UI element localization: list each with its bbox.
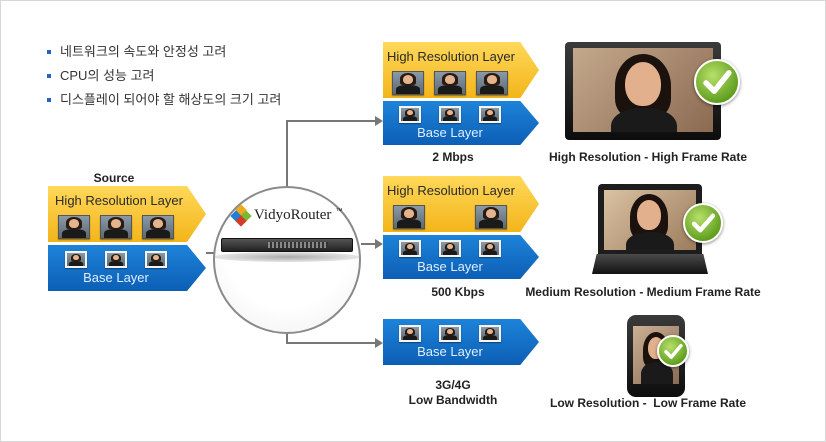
consideration-network: 네트워크의 속도와 안정성 고려	[46, 40, 326, 64]
connector-down	[286, 334, 288, 344]
output3-bandwidth: 3G/4G Low Bandwidth	[383, 378, 523, 408]
vidyo-logo-icon	[230, 204, 252, 227]
source-connector	[206, 252, 214, 254]
video-thumbnail	[58, 215, 90, 239]
tv-screen	[573, 48, 713, 132]
source-high-thumbs	[58, 215, 174, 239]
connector-up	[286, 120, 288, 186]
output1-base-thumbs	[399, 106, 501, 123]
output2-bandwidth: 500 Kbps	[431, 285, 485, 299]
output3-bandwidth-line2: Low Bandwidth	[408, 393, 498, 407]
consideration-cpu: CPU의 성능 고려	[46, 64, 326, 88]
video-thumbnail	[100, 215, 132, 239]
connector-to-output-3	[286, 342, 376, 344]
output3-base-layer: Base Layer	[383, 319, 539, 365]
video-thumbnail	[65, 251, 87, 268]
source-high-layer-label: High Resolution Layer	[55, 193, 183, 208]
considerations-list: 네트워크의 속도와 안정성 고려 CPU의 성능 고려 디스플레이 되어야 할 …	[46, 40, 326, 112]
laptop-screen	[604, 190, 696, 250]
check-icon	[683, 203, 723, 243]
source-title: Source	[93, 171, 135, 185]
connector-to-output-2	[361, 243, 376, 245]
video-thumbnail	[479, 106, 501, 123]
output2-base-layer: Base Layer	[383, 235, 539, 279]
source-base-thumbs	[65, 251, 167, 268]
arrow-icon	[375, 239, 383, 249]
arrow-icon	[375, 338, 383, 348]
source-base-layer: Base Layer	[48, 245, 206, 291]
source-high-layer: High Resolution Layer	[48, 186, 206, 242]
video-thumbnail	[479, 240, 501, 257]
check-icon	[694, 59, 740, 105]
video-thumbnail	[399, 325, 421, 342]
video-thumbnail	[399, 240, 421, 257]
output1-base-layer: Base Layer	[383, 101, 539, 145]
video-thumbnail	[434, 71, 466, 95]
router-tm: ™	[335, 207, 343, 215]
output3-base-thumbs	[399, 325, 501, 342]
output1-high-thumbs	[392, 71, 508, 95]
output2-high-layer: High Resolution Layer	[383, 176, 539, 232]
video-thumbnail	[439, 240, 461, 257]
output2-base-layer-label: Base Layer	[417, 259, 483, 274]
router-shadow	[214, 252, 360, 262]
output3-base-layer-label: Base Layer	[417, 344, 483, 359]
video-thumbnail	[479, 325, 501, 342]
output2-high-layer-label: High Resolution Layer	[387, 183, 515, 198]
video-thumbnail	[142, 215, 174, 239]
output3-bandwidth-line1: 3G/4G	[435, 378, 471, 392]
video-thumbnail	[475, 205, 507, 229]
video-thumbnail	[105, 251, 127, 268]
output2-result: Medium Resolution - Medium Frame Rate	[525, 285, 761, 299]
source-base-layer-label: Base Layer	[83, 270, 149, 285]
video-thumbnail	[393, 205, 425, 229]
video-thumbnail	[439, 106, 461, 123]
output3-result: Low Resolution - Low Frame Rate	[549, 396, 746, 410]
router-logo: VidyoRouter ™	[230, 204, 343, 227]
router-hardware	[221, 238, 353, 252]
consideration-resolution: 디스플레이 되어야 할 해상도의 크기 고려	[46, 88, 326, 112]
output1-result: High Resolution - High Frame Rate	[548, 150, 747, 164]
video-thumbnail	[476, 71, 508, 95]
video-thumbnail	[145, 251, 167, 268]
output1-high-layer: High Resolution Layer	[383, 42, 539, 98]
arrow-icon	[375, 116, 383, 126]
output2-high-thumbs	[393, 205, 507, 229]
video-thumbnail	[392, 71, 424, 95]
check-icon	[657, 335, 689, 367]
video-thumbnail	[399, 106, 421, 123]
output2-base-thumbs	[399, 240, 501, 257]
connector-to-output-1	[286, 120, 376, 122]
video-thumbnail	[439, 325, 461, 342]
laptop-keyboard	[592, 254, 708, 274]
output1-bandwidth: 2 Mbps	[432, 150, 474, 164]
output1-base-layer-label: Base Layer	[417, 125, 483, 140]
output1-high-layer-label: High Resolution Layer	[387, 49, 515, 64]
router-name: VidyoRouter	[254, 206, 332, 223]
